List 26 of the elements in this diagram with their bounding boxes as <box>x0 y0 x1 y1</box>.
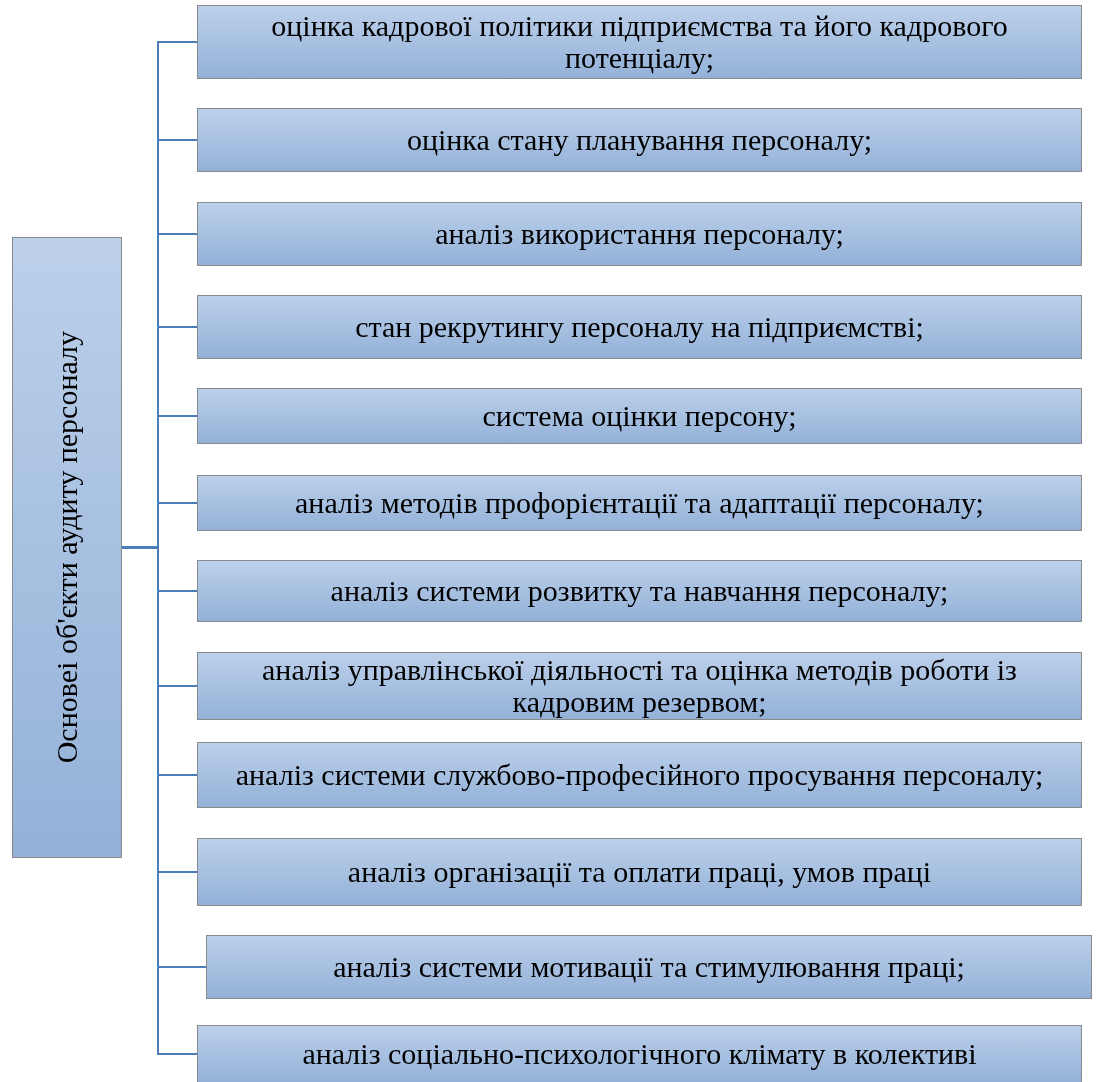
root-label: Основеі об'єкти аудиту персоналу <box>51 331 83 764</box>
item-label: аналіз системи службово-професійного просування персоналу; <box>235 759 1044 791</box>
item-label: аналіз системи розвитку та навчання персоналу; <box>330 575 949 607</box>
item-box <box>197 560 1082 622</box>
item-label: аналіз методів профорієнтації та адаптації персоналу; <box>295 487 984 519</box>
item-box <box>197 475 1082 531</box>
item-label: аналіз системи мотивації та стимулювання праці; <box>333 951 965 983</box>
item-box <box>197 295 1082 359</box>
item-box <box>206 935 1092 999</box>
item-label: аналіз використання персоналу; <box>435 218 844 250</box>
item-label: оцінка кадрової політики підприємства та його кадрового потенціалу; <box>270 10 1009 74</box>
item-box <box>197 388 1082 444</box>
item-label: система оцінки персону; <box>482 400 797 432</box>
item-label: оцінка стану планування персоналу; <box>406 124 873 156</box>
item-label: стан рекрутингу персоналу на підприємстві; <box>355 311 924 343</box>
item-label: аналіз управлінської діяльності та оцінка методів роботи із кадровим резервом; <box>261 654 1018 718</box>
item-box <box>197 108 1082 172</box>
item-box <box>197 742 1082 808</box>
item-box <box>197 1025 1082 1082</box>
item-label: аналіз організації та оплати праці, умов праці <box>347 856 932 888</box>
root-box <box>12 237 122 858</box>
item-box <box>197 202 1082 266</box>
item-label: аналіз соціально-психологічного клімату в колективі <box>302 1038 977 1070</box>
item-box <box>197 652 1082 720</box>
item-box <box>197 838 1082 906</box>
item-box <box>197 5 1082 79</box>
